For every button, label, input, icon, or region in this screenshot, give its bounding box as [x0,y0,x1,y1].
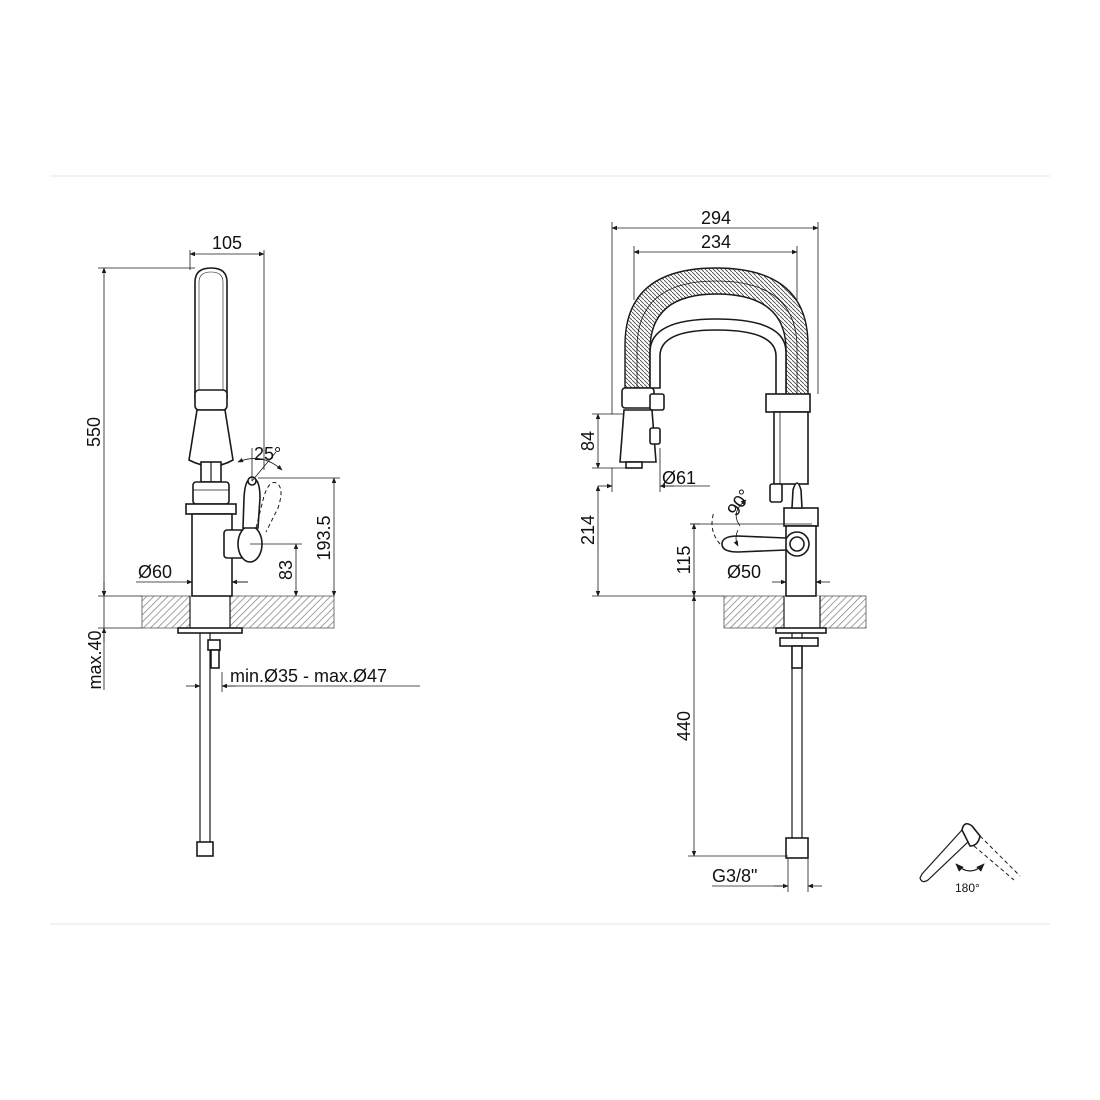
side-dim-height-label: 550 [84,417,104,447]
front-dim-lever-axis-label: 115 [674,546,694,575]
front-dim-thread-label: G3/8" [712,866,757,886]
front-countertop [723,595,867,634]
front-dim-hose-length: 440 [674,595,788,857]
front-dim-lever-axis: 115 [674,523,700,597]
side-dim-lever-axis: 83 [250,543,302,597]
front-dim-rotation-label: 90° [723,486,755,520]
front-column [765,393,819,597]
side-dim-deck-label: max.40 [85,630,105,689]
front-spray-head [619,387,665,469]
front-dim-clearance-label: 214 [578,515,598,545]
rotation-icon: 180° [919,822,1021,895]
side-dim-handle-height-label: 193.5 [314,515,334,560]
side-dim-angle: 25° [237,444,283,482]
front-dim-inner-width: 234 [633,232,798,300]
side-supply-pipes [196,633,221,857]
front-dim-thread: G3/8" [712,858,822,892]
side-view: 105 550 max.40 Ø60 83 [84,233,420,857]
front-dim-outer-width-label: 294 [701,208,731,228]
side-dim-hole: min.Ø35 - max.Ø47 [186,666,420,692]
side-dim-width-label: 105 [212,233,242,253]
front-dim-inner-width-label: 234 [701,232,731,252]
front-dim-base-dia: Ø50 [727,562,830,585]
front-view: 90° 294 234 84 [578,208,867,892]
side-dim-angle-label: 25° [254,444,281,464]
side-dim-width: 105 [189,233,265,470]
front-spring-hose [624,267,809,397]
side-countertop [141,595,335,634]
front-dim-spray-height-label: 84 [578,431,598,451]
front-dim-outer-width: 294 [611,208,819,414]
side-dim-hole-label: min.Ø35 - max.Ø47 [230,666,387,686]
side-dim-height: 550 [84,267,195,597]
front-dim-clearance: 214 [578,485,724,597]
rotation-icon-label: 180° [955,881,980,895]
front-dim-hose-length-label: 440 [674,711,694,741]
side-spout [185,267,237,597]
front-dim-spray-dia-label: Ø61 [662,468,696,488]
front-dim-spray-dia: Ø61 [598,448,710,492]
side-dim-base-dia-label: Ø60 [138,562,172,582]
front-dim-spray-height: 84 [578,413,626,469]
side-dim-base-dia: Ø60 [136,562,248,585]
side-dim-deck: max.40 [85,582,142,690]
front-dim-base-dia-label: Ø50 [727,562,761,582]
side-dim-lever-axis-label: 83 [276,560,296,580]
side-dim-handle-height: 193.5 [258,477,340,597]
front-supply-pipes [779,633,819,859]
